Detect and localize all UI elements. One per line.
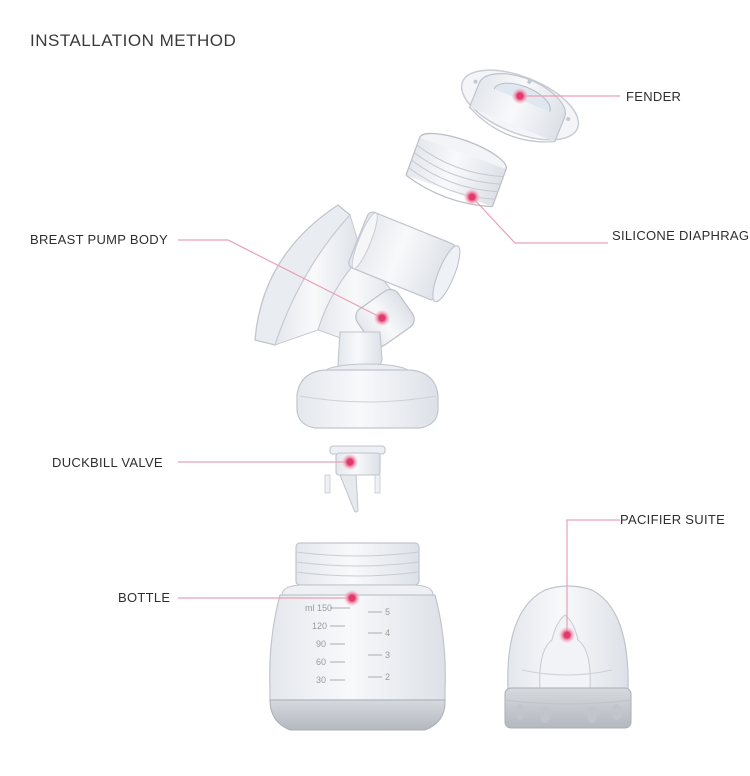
marker-duckbill-valve-icon <box>342 454 358 470</box>
marker-breast-pump-body-icon <box>374 310 390 326</box>
breast-pump-body-part <box>254 204 461 429</box>
bottle-mark-150: ml 150 <box>305 603 332 613</box>
marker-fender-icon <box>512 88 528 104</box>
bottle-part: ml 150 120 90 60 30 5 4 3 2 <box>269 542 446 731</box>
bottle-mark-60: 60 <box>316 657 326 667</box>
leader-lines <box>178 95 620 635</box>
label-fender: FENDER <box>626 89 682 104</box>
page-title: INSTALLATION METHOD <box>30 31 237 50</box>
label-silicone-diaphragm: SILICONE DIAPHRAGM <box>612 228 750 243</box>
marker-bottle-icon <box>344 590 360 606</box>
bottle-mark-90: 90 <box>316 639 326 649</box>
marker-silicone-diaphragm-icon <box>464 189 480 205</box>
marker-pacifier-suite-icon <box>559 627 575 643</box>
leader-line-pacifier-suite <box>566 519 620 635</box>
leader-line-breast-pump-body <box>178 239 383 319</box>
label-bottle: BOTTLE <box>118 590 171 605</box>
pacifier-suite-part <box>504 585 632 729</box>
label-pacifier-suite: PACIFIER SUITE <box>620 512 726 527</box>
bottle-mark-oz3: 3 <box>385 650 390 660</box>
leader-line-silicone-diaphragm <box>471 196 608 244</box>
label-breast-pump-body: BREAST PUMP BODY <box>30 232 168 247</box>
bottle-mark-oz4: 4 <box>385 628 390 638</box>
bottle-mark-30: 30 <box>316 675 326 685</box>
markers <box>342 88 575 643</box>
bottle-mark-oz2: 2 <box>385 672 390 682</box>
bottle-mark-oz5: 5 <box>385 607 390 617</box>
bottle-mark-120: 120 <box>312 621 327 631</box>
label-duckbill-valve: DUCKBILL VALVE <box>52 455 163 470</box>
silicone-diaphragm-part <box>405 132 507 208</box>
